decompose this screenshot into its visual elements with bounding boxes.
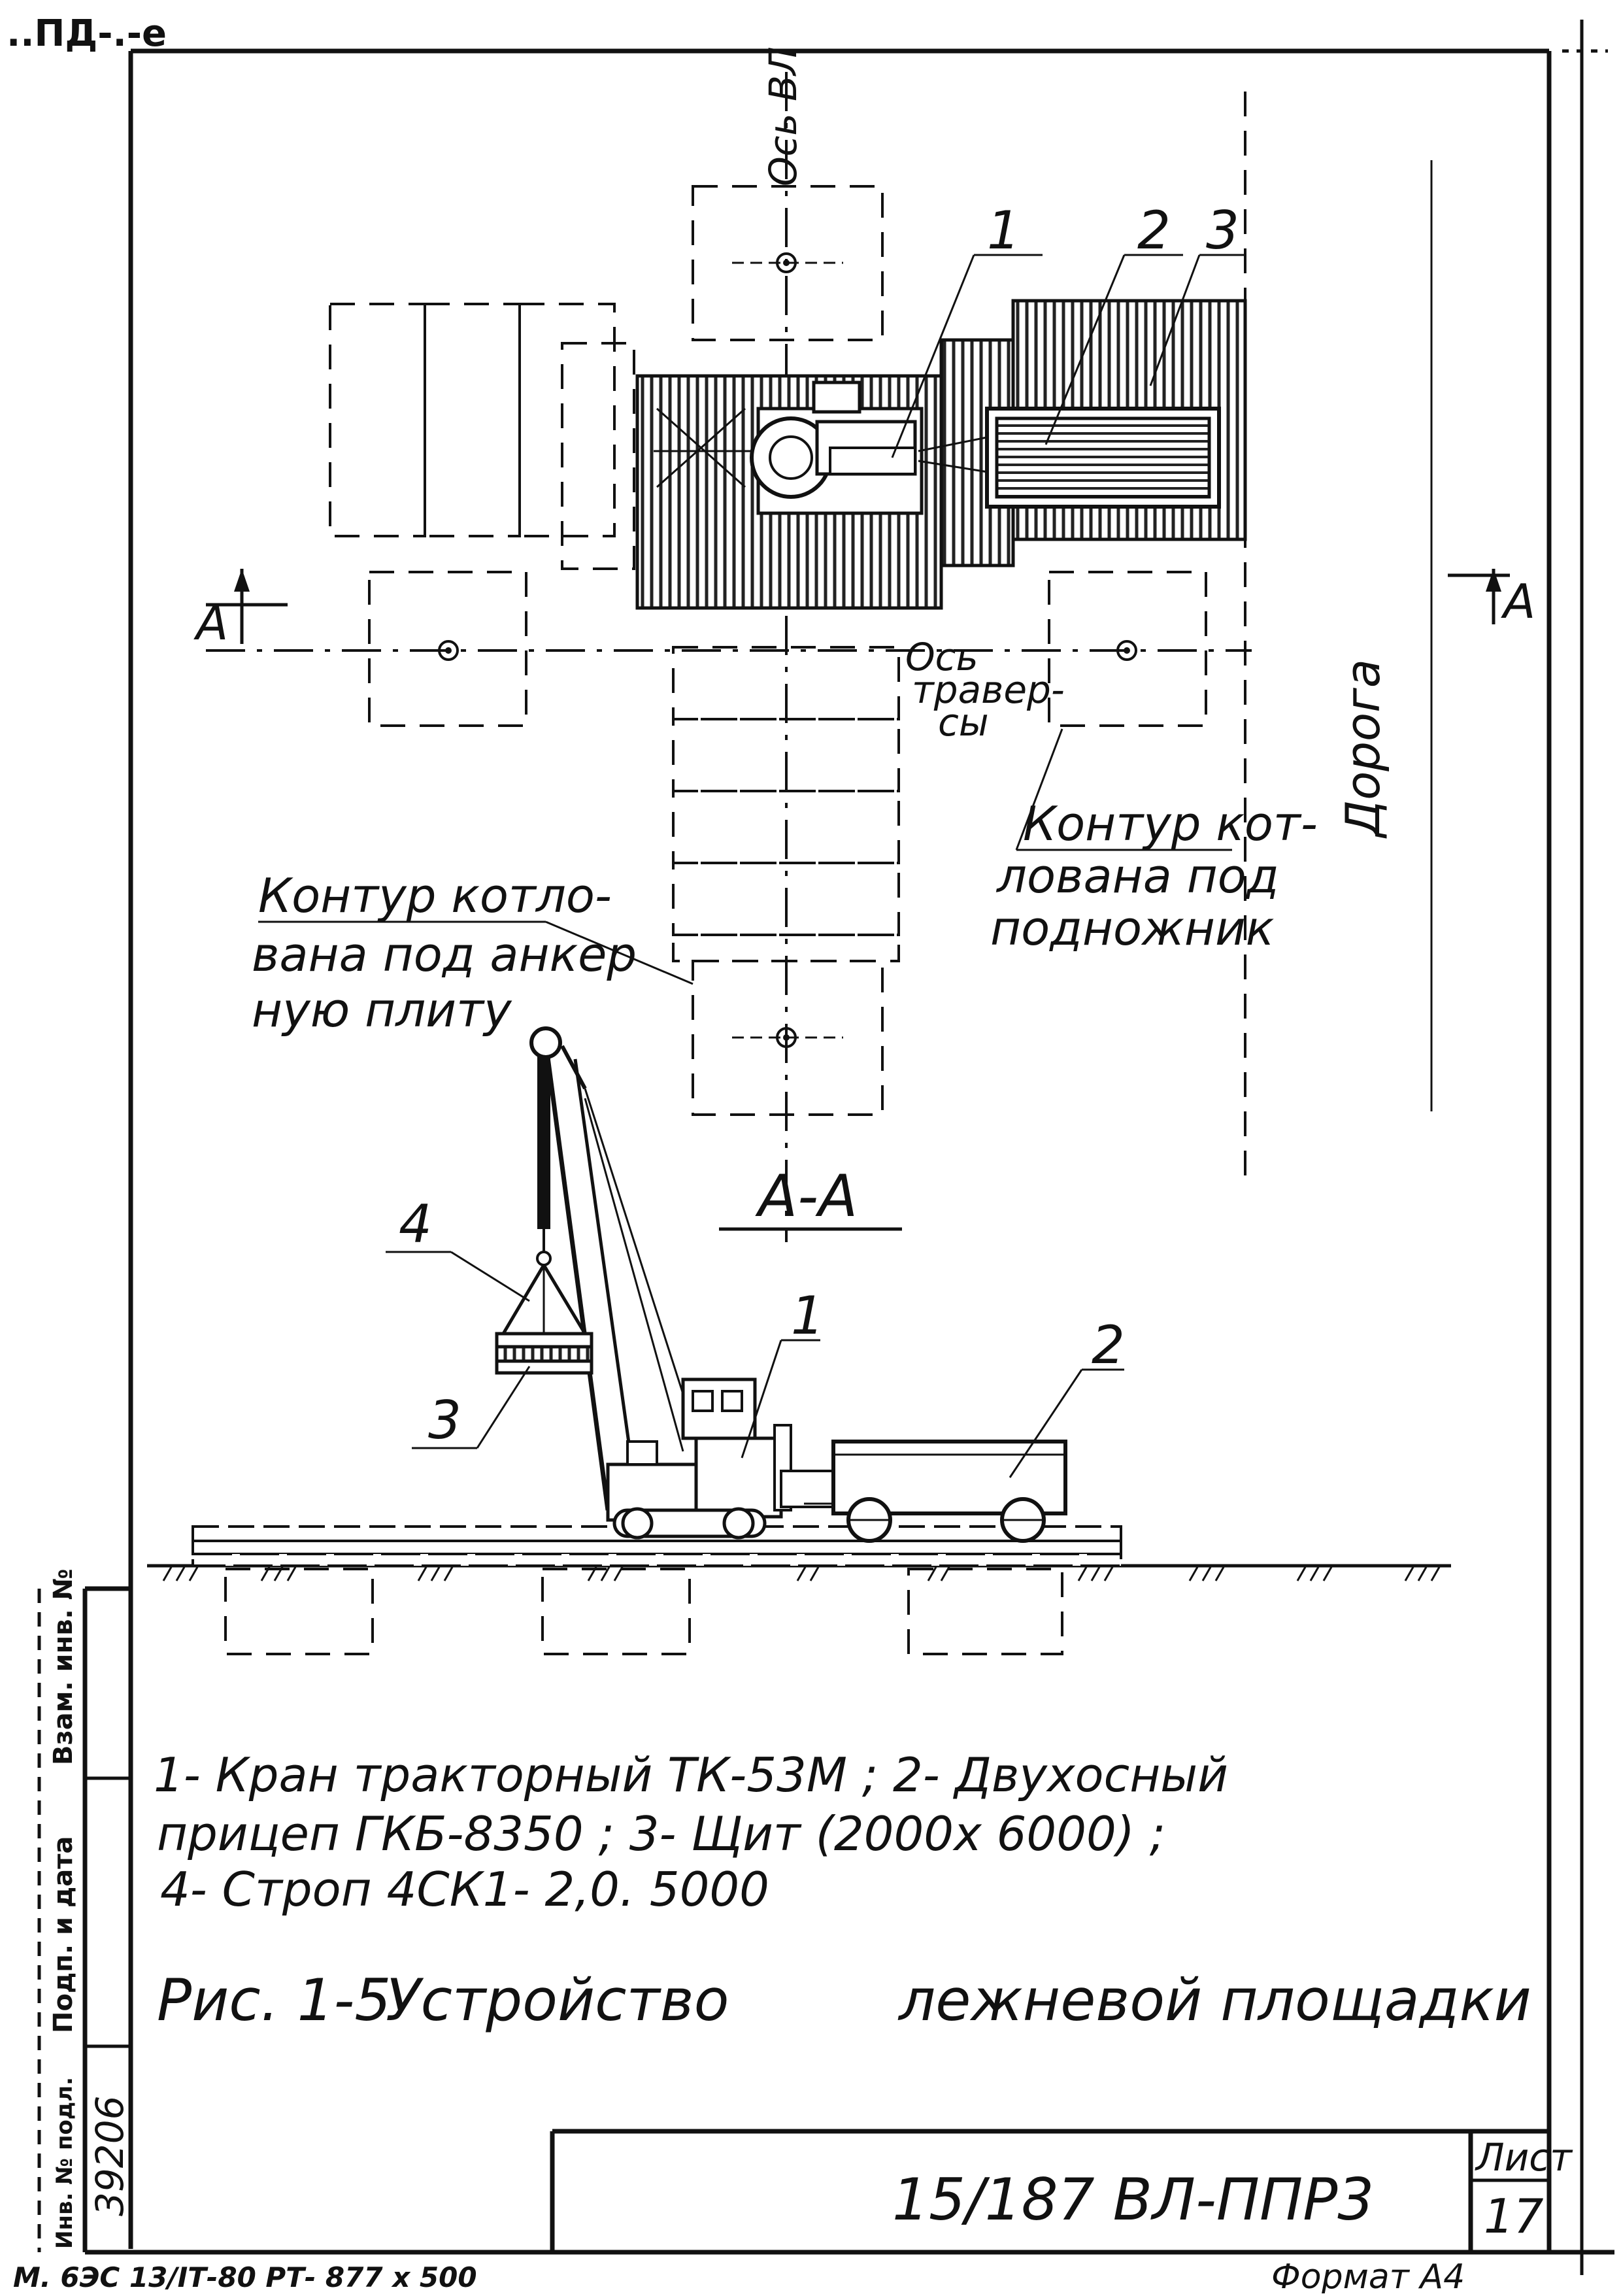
- figure-title-part1: Устройство: [386, 1967, 729, 2034]
- plan-callout-3: 3: [1206, 200, 1239, 261]
- section-mark-right: А: [1501, 574, 1535, 629]
- footing-pit-right: [1048, 571, 1207, 727]
- plan-callouts: 1 2 3: [891, 200, 1245, 458]
- footing-pit-left: [368, 571, 527, 727]
- mat-layer-bottom: [192, 1553, 1122, 1567]
- mat-board-left-3: [518, 303, 616, 537]
- section-callout-1: 1: [791, 1285, 824, 1346]
- footing-pit-top: [692, 185, 884, 341]
- mat-board-left-1: [329, 303, 426, 537]
- figure-caption: Рис. 1-5 Устройство лежневой площадки: [157, 1967, 1531, 2034]
- contour-footing-callout: Контур кот- лована под подножник: [990, 728, 1318, 956]
- section-callout-2: 2: [1092, 1315, 1125, 1376]
- plan-callout-1: 1: [987, 200, 1020, 261]
- sheet-frame: [85, 20, 1614, 2275]
- side-strip: Взам. инв. № Подп. и дата Инв. № подл. 3…: [37, 1568, 132, 2252]
- legend-line-1: 1- Кран тракторный ТК-53М ; 2- Двухосный: [154, 1747, 1228, 1802]
- mat-board-bottom-1: [672, 646, 900, 720]
- side-label-1: Взам. инв. №: [48, 1568, 78, 1765]
- mat-board-left-2: [424, 303, 521, 537]
- title-block: 15/187 ВЛ-ППР3 Лист 17: [550, 2129, 1573, 2252]
- side-label-2: Подп. и дата: [48, 1836, 78, 2033]
- plan-view: Ось ВЛ Ось травер- сы Дорога А А: [193, 46, 1535, 1242]
- section-callout-3: 3: [428, 1390, 461, 1451]
- contour-anchor-callout: Контур котло- вана под анкер ную плиту: [252, 868, 694, 1038]
- contour-footing-line2: лована под: [995, 849, 1279, 903]
- trailer-plan: [985, 407, 1221, 509]
- section-pit-2: [541, 1568, 691, 1655]
- legend-line-2: прицеп ГКБ-8350 ; 3- Щит (2000х 6000) ;: [157, 1806, 1165, 1861]
- figure-title-part2: лежневой площадки: [897, 1967, 1531, 2034]
- mat-board-left-4: [561, 342, 635, 570]
- format-label: Формат А4: [1271, 2257, 1465, 2293]
- contour-footing-line3: подножник: [990, 901, 1274, 956]
- contour-anchor-line3: ную плиту: [252, 983, 512, 1038]
- axis-traverse-line1: Ось: [905, 635, 978, 679]
- contour-anchor-line2: вана под анкер: [252, 927, 637, 982]
- contour-footing-line1: Контур кот-: [1023, 796, 1318, 851]
- print-note: М. 6ЭС 13/IТ-80 РТ- 877 х 500: [13, 2261, 477, 2293]
- contour-anchor-line1: Контур котло-: [258, 868, 612, 923]
- side-label-3: Инв. № подл.: [52, 2077, 78, 2249]
- mat-board-bottom-3: [672, 790, 900, 864]
- axis-traverse-line2: травер-: [912, 667, 1065, 712]
- sling-and-plate: [495, 1264, 593, 1375]
- crane-side: [529, 1026, 835, 1540]
- mat-board-bottom-5: [672, 934, 900, 962]
- crane-plan: [654, 380, 1001, 515]
- plan-callout-2: 2: [1137, 200, 1171, 261]
- legend-line-3: 4- Строп 4СК1- 2,0. 5000: [160, 1862, 769, 1917]
- mat-layer-middle: [192, 1540, 1122, 1555]
- section-pit-1: [224, 1568, 374, 1655]
- section-mark-left: А: [193, 596, 228, 650]
- corner-mark: ..ПД-.-е: [7, 12, 167, 55]
- mat-board-bottom-2: [672, 718, 900, 792]
- figure-number: Рис. 1-5: [157, 1967, 391, 2034]
- section-view: А-А: [147, 1026, 1451, 1655]
- ground-hatch: [162, 1566, 1441, 1581]
- section-title: А-А: [755, 1162, 858, 1230]
- doc-code: 15/187 ВЛ-ППР3: [892, 2166, 1374, 2233]
- sheet-label: Лист: [1475, 2135, 1573, 2180]
- axis-traverse-line3: сы: [938, 700, 989, 745]
- inventory-number: 39206: [88, 2095, 132, 2216]
- section-callouts: 4 1 2 3: [386, 1194, 1125, 1478]
- axis-vl-label: Ось ВЛ: [761, 46, 805, 186]
- legend: 1- Кран тракторный ТК-53М ; 2- Двухосный…: [154, 1747, 1228, 1917]
- mat-board-bottom-4: [672, 862, 900, 936]
- road-label: Дорога: [1335, 659, 1390, 839]
- sheet-number: 17: [1484, 2189, 1544, 2244]
- section-callout-4: 4: [399, 1194, 432, 1255]
- section-pit-3: [907, 1568, 1063, 1655]
